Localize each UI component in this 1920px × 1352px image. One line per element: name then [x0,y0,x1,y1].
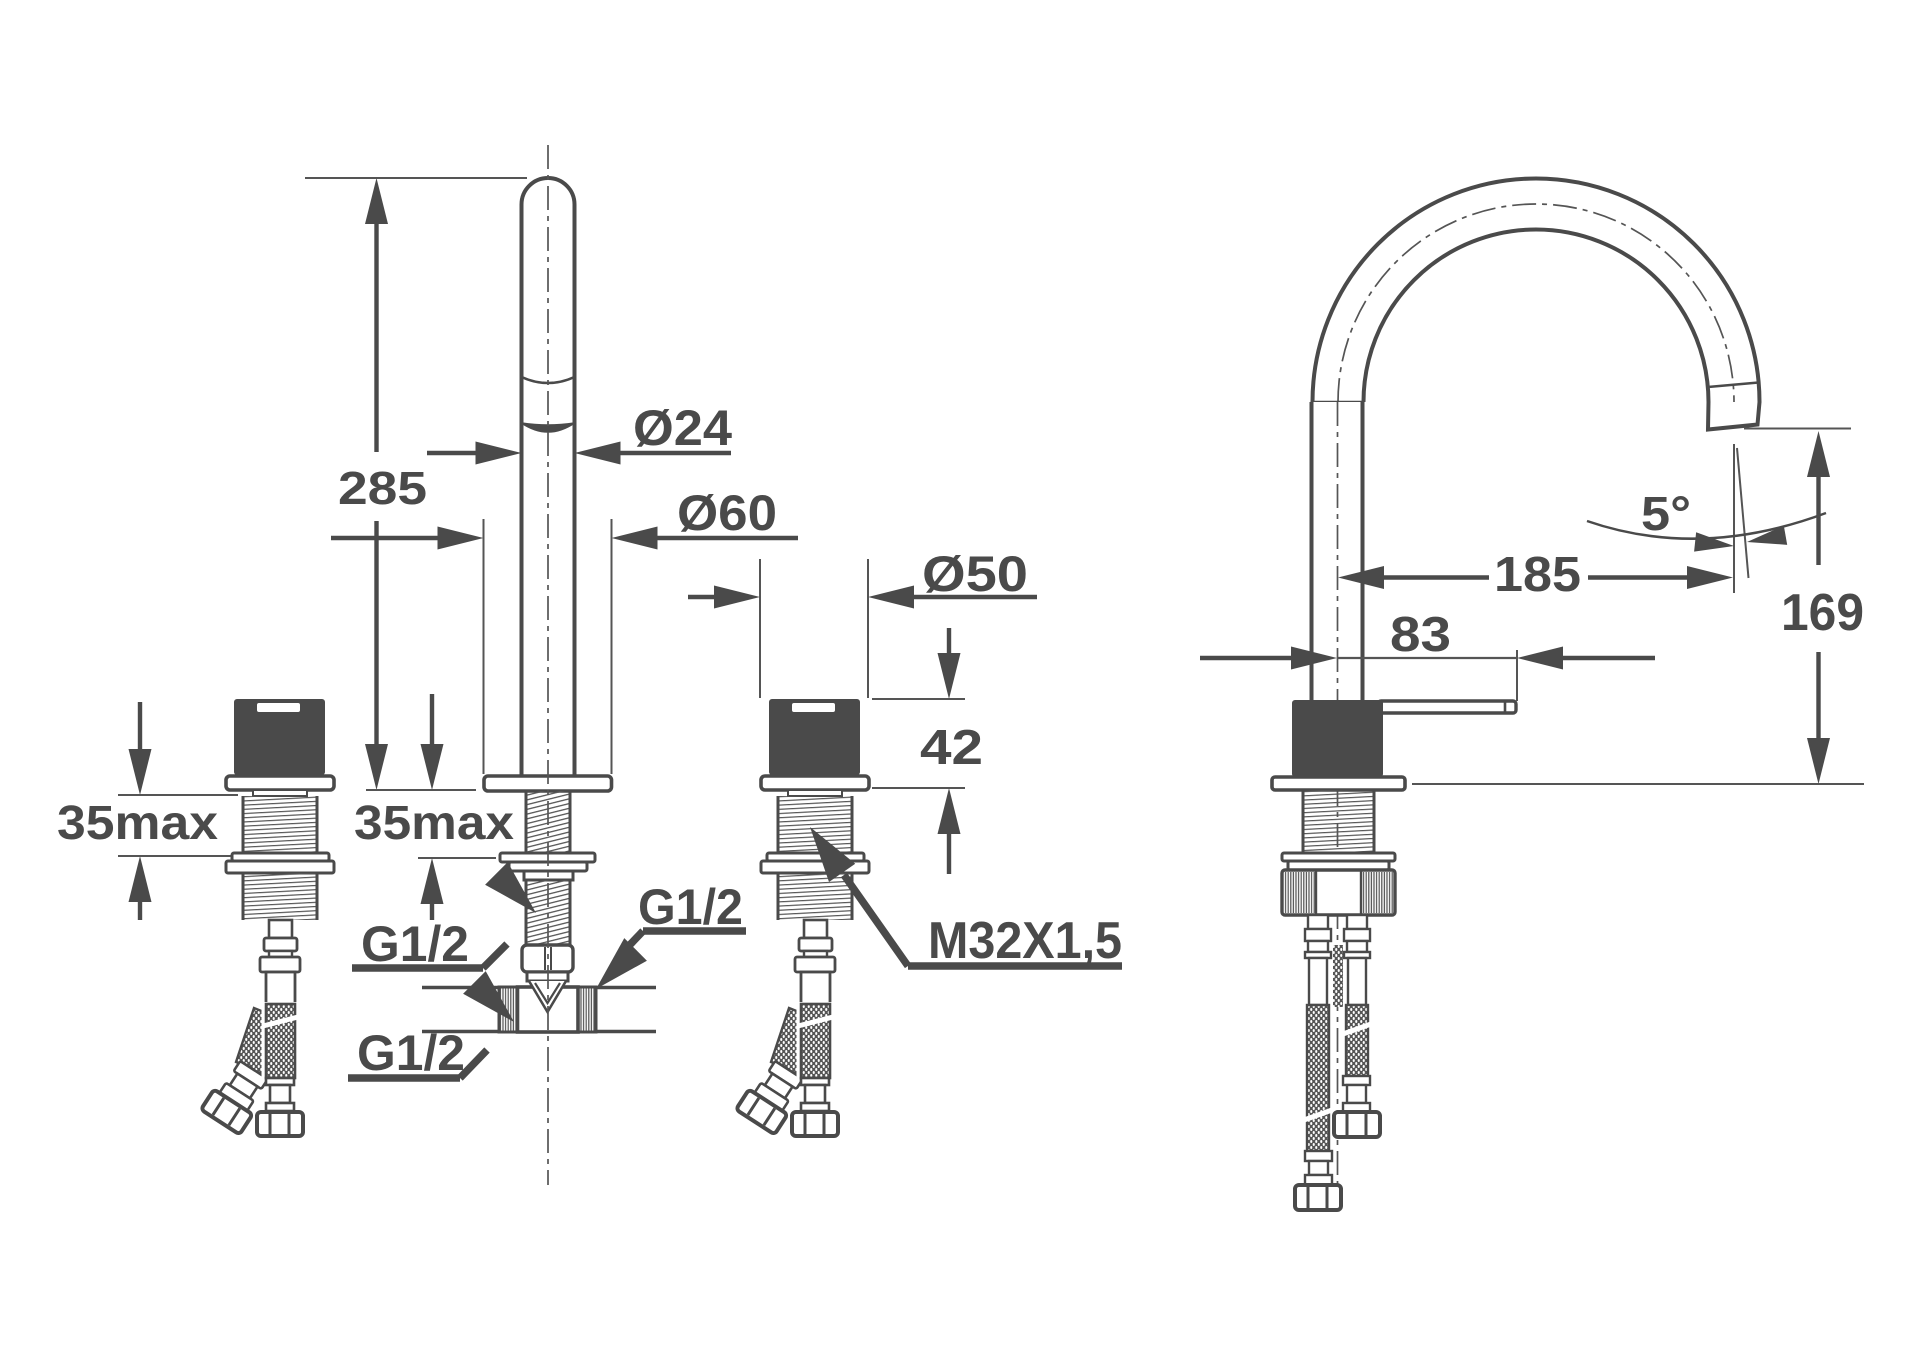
svg-text:42: 42 [920,721,983,775]
svg-text:185: 185 [1494,548,1581,602]
svg-text:Ø24: Ø24 [633,400,732,456]
svg-text:M32X1,5: M32X1,5 [928,912,1122,970]
svg-text:G1/2: G1/2 [361,916,469,972]
svg-text:Ø50: Ø50 [922,546,1028,602]
svg-text:169: 169 [1781,584,1864,642]
svg-text:G1/2: G1/2 [357,1025,465,1081]
svg-text:5°: 5° [1641,488,1691,541]
svg-text:G1/2: G1/2 [638,879,743,935]
svg-text:35max: 35max [354,797,514,850]
svg-text:285: 285 [338,462,427,514]
svg-text:35max: 35max [57,797,218,850]
svg-text:Ø60: Ø60 [677,485,777,541]
svg-text:83: 83 [1390,608,1451,662]
